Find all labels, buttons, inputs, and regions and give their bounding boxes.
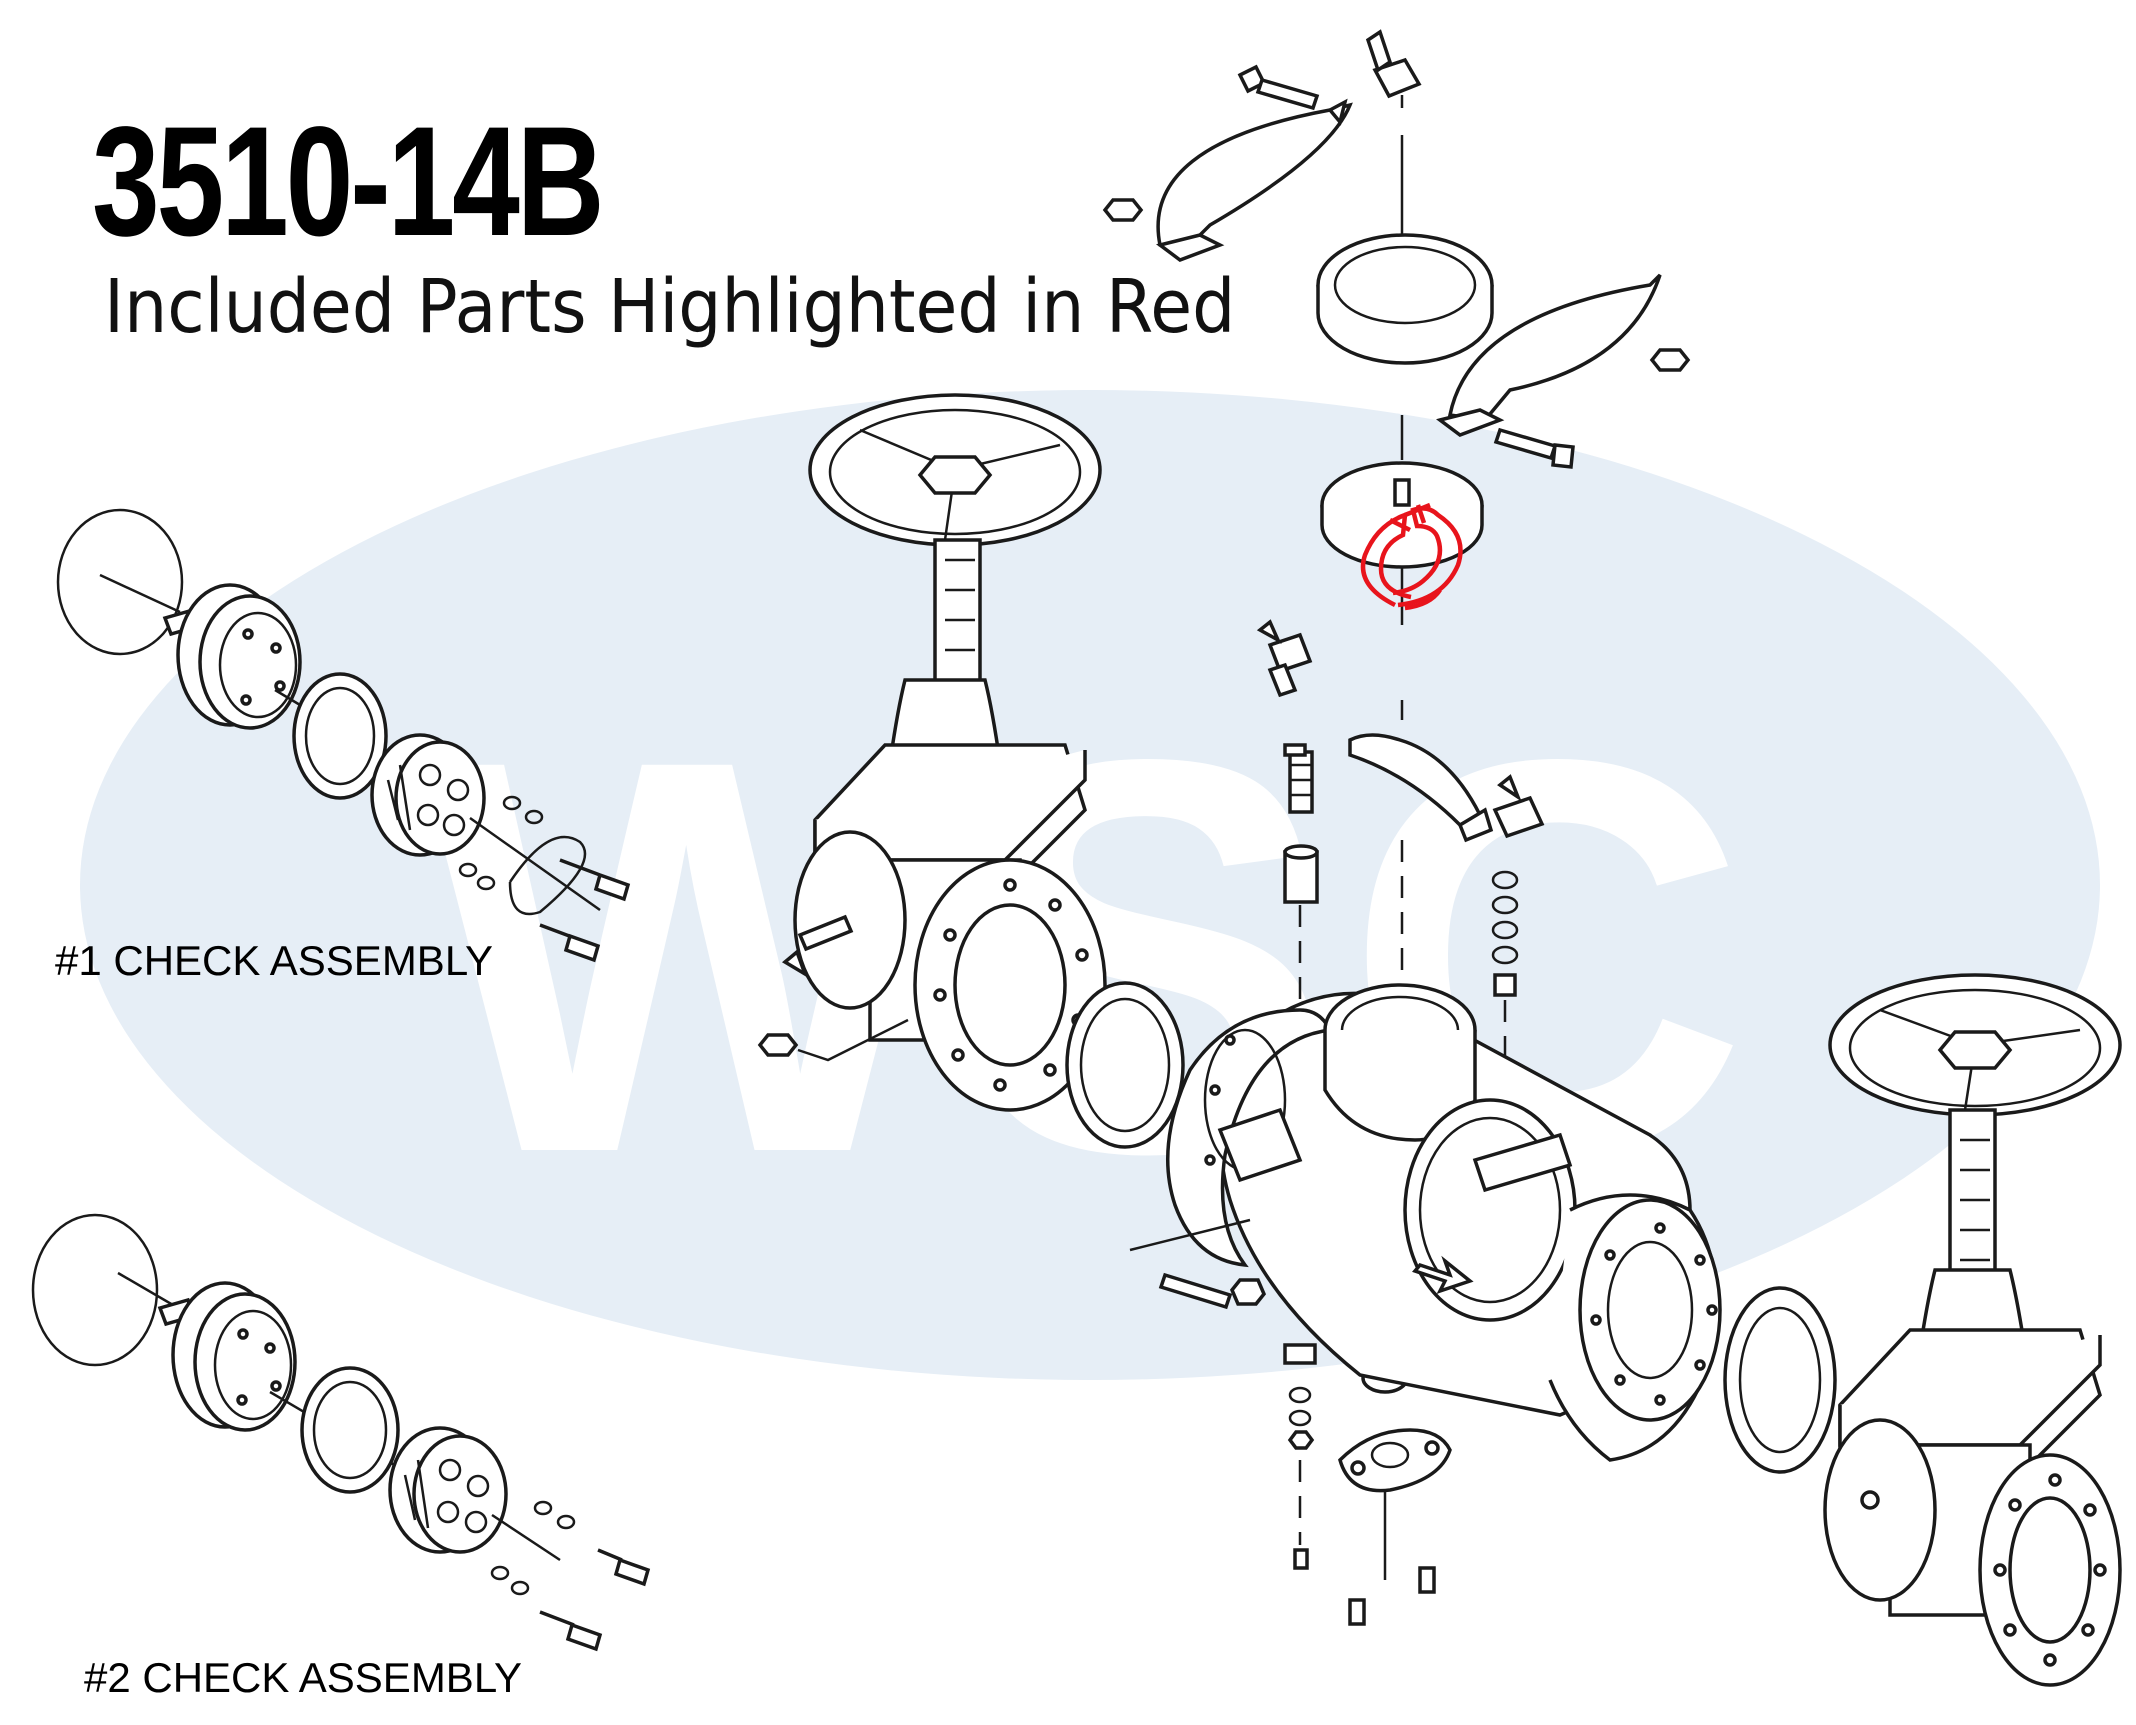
model-number-title: 3510-14B [92,95,605,269]
gate-valve-right-hex-nut [1937,1030,2013,1070]
bushing-left [1283,844,1319,904]
main-body-top-port [1323,983,1477,1142]
subtitle-included-parts: Included Parts Highlighted in Red [104,264,1236,350]
check-assembly-2 [31,1213,651,1652]
nipple-left [1288,750,1314,814]
bonnet-o-ring [1316,233,1494,365]
check-2-o-ring [31,1213,159,1367]
check-1-bolt-a [559,858,631,902]
gate-valve-right-plug [1860,1490,1880,1510]
check-assembly-1 [56,508,631,963]
gasket-right-flange [1723,1286,1837,1474]
check-1-o-ring [56,508,184,656]
main-body-mount-bolt [1129,1218,1267,1310]
gate-valve-right-flange-back [1823,1418,1937,1602]
clamp-lower-bolt [1493,427,1575,469]
main-valve-body [1129,743,1722,1462]
clamp-upper [1156,98,1353,262]
test-cock-right [1492,774,1545,839]
gate-valve-right [1823,973,2122,1687]
watermark-logo: WSC [80,390,2100,1380]
main-body-outlet-flange [1548,1193,1722,1462]
check-2-cover [171,1281,297,1432]
check-assembly-1-label: #1 CHECK ASSEMBLY [55,937,493,984]
gate-valve-left [757,393,1107,1112]
check-1-bolt-b [539,923,601,963]
check-1-spring [508,835,587,916]
clamp-upper-nut [1102,198,1144,222]
main-body-cover-port [1403,1098,1577,1322]
gate-valve-left-nut [757,1033,799,1057]
top-bolt [1237,64,1320,111]
check-2-poppet [388,1426,508,1554]
main-body-flow-arrow [1412,1255,1474,1294]
center-stack [1102,29,1691,1626]
retaining-spring-highlighted [1360,502,1463,611]
main-body-boss [1472,1132,1573,1193]
check-1-cover [176,583,302,730]
main-body-drain-plug [1283,743,1307,757]
washer-stack-right [1491,870,1519,997]
gasket-left-flange [1065,981,1185,1149]
check-assembly-2-label: #2 CHECK ASSEMBLY [84,1654,522,1701]
clamp-lower-nut [1649,348,1691,372]
bottom-screw-a [1418,1566,1436,1594]
test-cock-left [1256,619,1313,698]
gate-valve-left-flange-back [793,830,907,1010]
check-seat-retainer [1348,733,1494,843]
check-1-gasket [292,672,388,800]
gate-valve-left-test-cock [781,914,854,979]
check-2-gasket [300,1366,400,1494]
bottom-plug-stack [1283,1343,1317,1570]
check-1-washers [458,795,544,891]
check-2-bolt-a [597,1548,651,1587]
check-2-washers [490,1500,576,1596]
top-test-cock [1365,29,1422,108]
check-1-poppet [370,733,486,857]
check-2-bolt-b [539,1610,603,1652]
gate-valve-left-hex-nut [917,455,993,495]
bottom-screw-b [1348,1598,1366,1626]
clamp-lower [1436,273,1662,437]
main-body-foot [1217,1107,1303,1183]
